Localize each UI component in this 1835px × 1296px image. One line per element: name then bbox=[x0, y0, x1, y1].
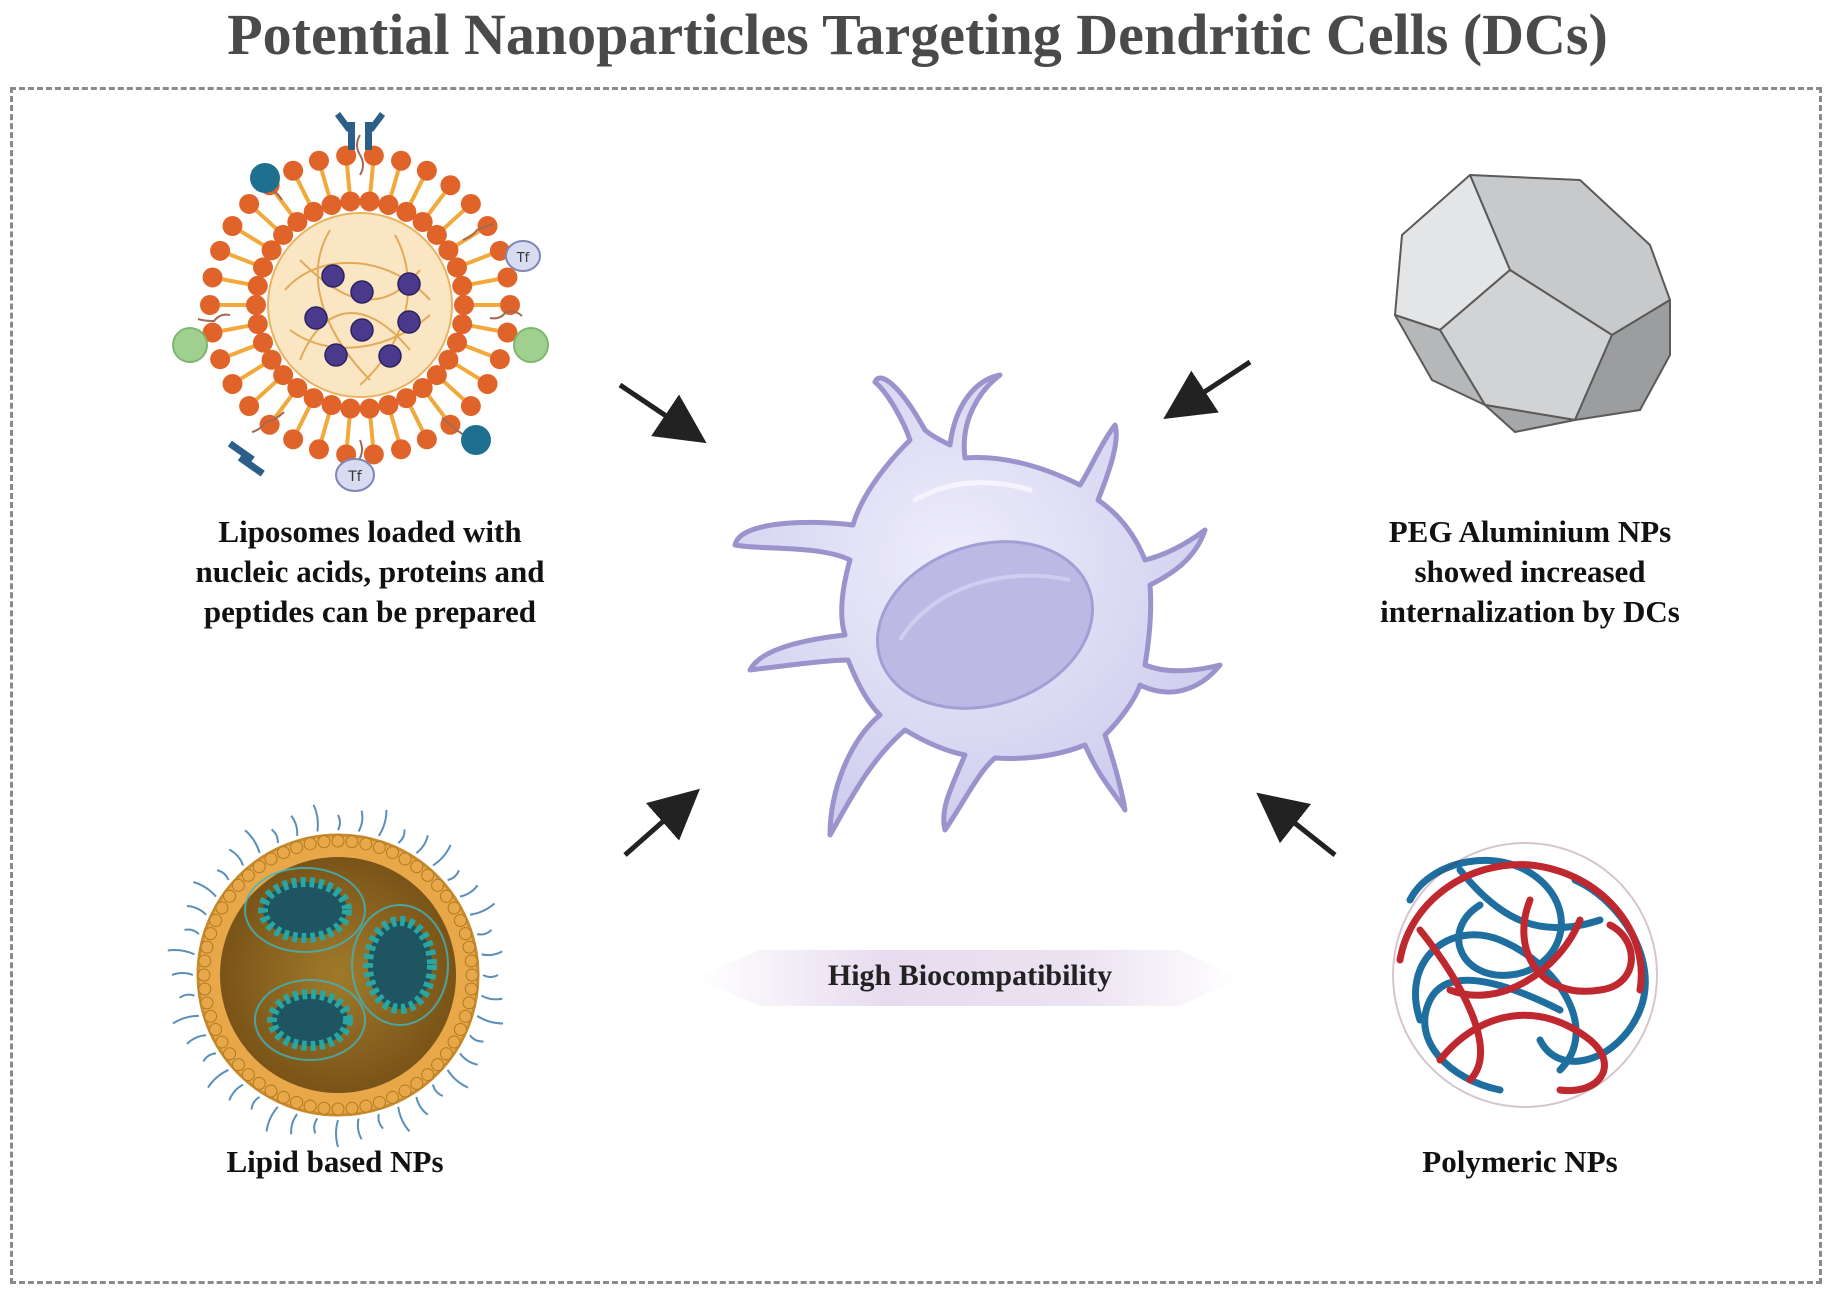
biocompatibility-label: High Biocompatibility bbox=[827, 959, 1113, 992]
caption-peg-aluminium: PEG Aluminium NPs showed increased inter… bbox=[1380, 514, 1680, 629]
ligand-label: Tf bbox=[347, 469, 363, 485]
caption-liposomes: Liposomes loaded with nucleic acids, pro… bbox=[195, 514, 545, 629]
arrow-icon bbox=[618, 359, 1337, 857]
caption-lipid: Lipid based NPs bbox=[226, 1144, 444, 1179]
polymer-ball bbox=[1392, 842, 1658, 1108]
ligand-label: Tf bbox=[516, 251, 530, 266]
lipid-nanoparticle bbox=[167, 804, 504, 1148]
biocompatibility-badge bbox=[695, 950, 1240, 1006]
page-title: Potential Nanoparticles Targeting Dendri… bbox=[227, 2, 1608, 67]
aluminium-polyhedron bbox=[1394, 174, 1671, 433]
caption-polymeric: Polymeric NPs bbox=[1422, 1144, 1618, 1179]
diagram-frame bbox=[10, 87, 1822, 1284]
liposome-illustration: Tf Tf bbox=[172, 112, 549, 492]
dendritic-cell bbox=[732, 372, 1223, 838]
